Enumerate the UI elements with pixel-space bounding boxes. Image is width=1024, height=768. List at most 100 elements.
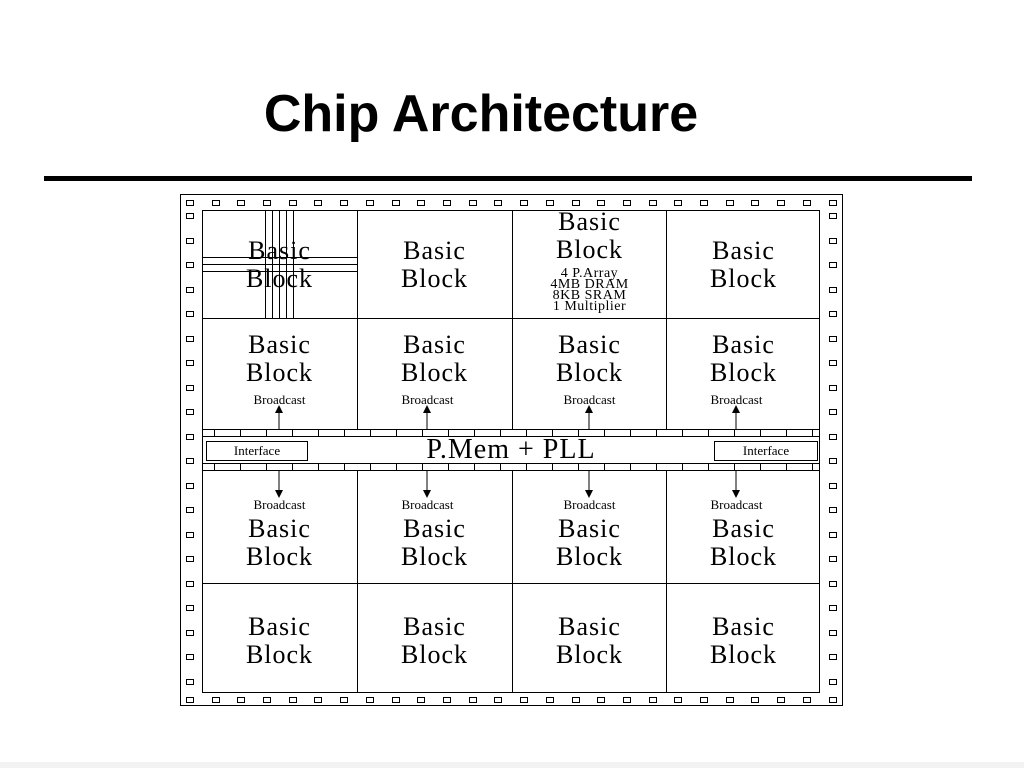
bus-tick xyxy=(760,429,761,436)
bus-tick xyxy=(552,463,553,470)
io-pad-right xyxy=(829,483,837,489)
broadcast-label-lower-3: Broadcast xyxy=(563,497,616,512)
bus-tick xyxy=(630,429,631,436)
basic-block-r1c4: Basic Block xyxy=(666,237,821,293)
io-pad-left xyxy=(186,581,194,587)
io-pad-left xyxy=(186,409,194,415)
bus-tick xyxy=(266,429,267,436)
bus-tick xyxy=(292,429,293,436)
block-label-line2: Block xyxy=(400,358,469,387)
bus-bottom-line-1 xyxy=(202,463,820,464)
block-label-line1: Basic xyxy=(248,236,311,265)
io-pad-bottom xyxy=(443,697,451,703)
io-pad-top xyxy=(417,200,425,206)
footer-band xyxy=(0,762,1024,768)
io-pad-left xyxy=(186,311,194,317)
broadcast-label-upper-1: Broadcast xyxy=(253,392,306,407)
io-pad-right xyxy=(829,336,837,342)
block-detail-item: 4MB DRAM xyxy=(550,277,629,292)
bus-tick xyxy=(734,463,735,470)
bus-tick xyxy=(474,463,475,470)
block-label-line2: Block xyxy=(400,264,469,293)
io-pad-bottom xyxy=(469,697,477,703)
io-pad-bottom xyxy=(623,697,631,703)
io-pad-top xyxy=(777,200,785,206)
io-pad-right xyxy=(829,556,837,562)
basic-block-r4c3: Basic Block xyxy=(512,613,667,669)
io-pad-top xyxy=(803,200,811,206)
io-pad-top xyxy=(186,200,194,206)
block-label-line2: Block xyxy=(245,640,314,669)
bus-tick xyxy=(448,463,449,470)
io-pad-right xyxy=(829,385,837,391)
broadcast-label-lower-4: Broadcast xyxy=(710,497,763,512)
bus-tick xyxy=(396,429,397,436)
block-label-line2: Block xyxy=(245,542,314,571)
io-pad-left xyxy=(186,630,194,636)
block-label-line2: Block xyxy=(555,542,624,571)
grid-divider-vertical xyxy=(357,210,358,429)
bus-tick xyxy=(604,429,605,436)
broadcast-label-upper-4: Broadcast xyxy=(710,392,763,407)
block-detail-item: 8KB SRAM xyxy=(552,288,627,303)
io-pad-left xyxy=(186,434,194,440)
io-pad-left xyxy=(186,458,194,464)
bus-tick xyxy=(526,429,527,436)
io-pad-bottom xyxy=(237,697,245,703)
io-pad-right xyxy=(829,360,837,366)
bus-tick xyxy=(318,429,319,436)
io-pad-bottom xyxy=(289,697,297,703)
basic-block-r2c4: Basic Block xyxy=(666,331,821,387)
io-pad-bottom xyxy=(417,697,425,703)
io-pad-left xyxy=(186,605,194,611)
bus-tick xyxy=(370,463,371,470)
basic-block-r3c1: Basic Block xyxy=(202,515,357,571)
bus-tick xyxy=(708,463,709,470)
bus-tick xyxy=(422,429,423,436)
bus-top-line-1 xyxy=(202,429,820,430)
io-pad-right xyxy=(829,605,837,611)
block-label-line2: Block xyxy=(555,235,624,264)
bus-tick xyxy=(786,463,787,470)
io-pad-left xyxy=(186,336,194,342)
bus-tick xyxy=(682,463,683,470)
broadcast-label-upper-3: Broadcast xyxy=(563,392,616,407)
bus-tick xyxy=(604,463,605,470)
io-pad-left xyxy=(186,262,194,268)
io-pad-top xyxy=(597,200,605,206)
bus-tick xyxy=(474,429,475,436)
bus-tick xyxy=(630,463,631,470)
block-detail-list: 4 P.Array 4MB DRAM 8KB SRAM 1 Multiplier xyxy=(512,267,667,314)
io-pad-top xyxy=(237,200,245,206)
bus-tick xyxy=(812,429,813,436)
bus-tick xyxy=(578,429,579,436)
block-label-line1: Basic xyxy=(558,612,621,641)
io-pad-left xyxy=(186,654,194,660)
io-pad-bottom xyxy=(726,697,734,703)
block-label-line2: Block xyxy=(709,264,778,293)
block-label-line1: Basic xyxy=(403,330,466,359)
io-pad-bottom xyxy=(366,697,374,703)
block-label-line1: Basic xyxy=(712,236,775,265)
bus-tick xyxy=(422,463,423,470)
io-pad-bottom xyxy=(520,697,528,703)
bus-tick xyxy=(266,463,267,470)
bus-tick xyxy=(214,429,215,436)
chip-outline xyxy=(180,194,843,706)
io-pad-right xyxy=(829,238,837,244)
basic-block-r4c2: Basic Block xyxy=(357,613,512,669)
io-pad-top xyxy=(340,200,348,206)
io-pad-bottom xyxy=(803,697,811,703)
io-pad-bottom xyxy=(649,697,657,703)
io-pad-bottom xyxy=(572,697,580,703)
bus-tick xyxy=(240,429,241,436)
io-pad-top xyxy=(366,200,374,206)
block-label-line2: Block xyxy=(245,264,314,293)
io-pad-right xyxy=(829,679,837,685)
io-pad-top xyxy=(520,200,528,206)
io-pad-right xyxy=(829,630,837,636)
bus-tick xyxy=(526,463,527,470)
io-pad-bottom xyxy=(263,697,271,703)
wire-horizontal xyxy=(202,271,357,272)
basic-block-r3c2: Basic Block xyxy=(357,515,512,571)
